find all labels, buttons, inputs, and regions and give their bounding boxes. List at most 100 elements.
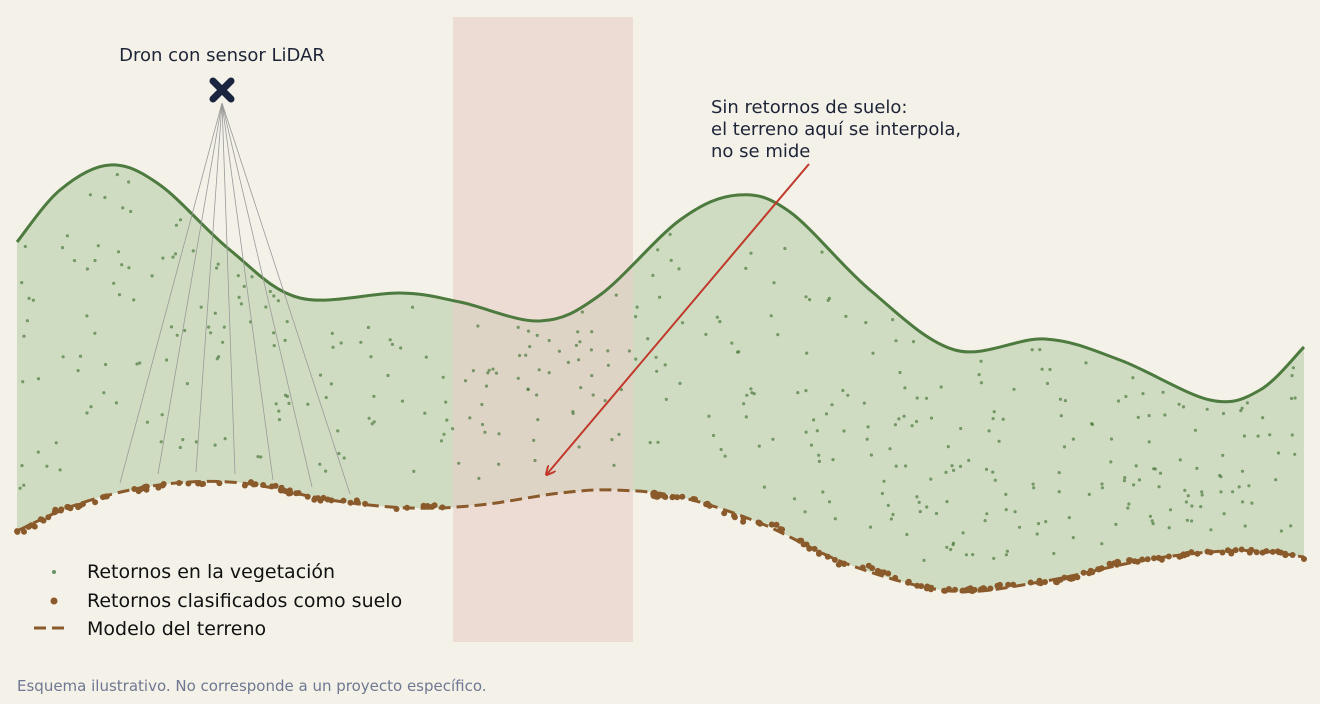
vegetation-return-point bbox=[951, 543, 955, 547]
vegetation-return-point bbox=[718, 320, 722, 324]
vegetation-return-point bbox=[372, 394, 376, 398]
vegetation-return-point bbox=[85, 314, 89, 318]
vegetation-return-point bbox=[1116, 399, 1121, 403]
vegetation-return-point bbox=[386, 373, 390, 378]
vegetation-return-point bbox=[399, 346, 403, 350]
vegetation-return-point bbox=[36, 450, 40, 454]
vegetation-return-point bbox=[1067, 516, 1071, 520]
vegetation-return-point bbox=[606, 349, 610, 353]
ground-return-point bbox=[768, 521, 775, 528]
vegetation-return-point bbox=[669, 258, 673, 262]
vegetation-return-point bbox=[891, 318, 895, 322]
vegetation-return-point bbox=[648, 441, 652, 445]
vegetation-return-point bbox=[997, 439, 1001, 443]
vegetation-return-point bbox=[518, 353, 522, 358]
vegetation-return-point bbox=[580, 310, 585, 314]
vegetation-return-point bbox=[526, 329, 531, 333]
vegetation-return-point bbox=[1161, 390, 1165, 394]
vegetation-return-point bbox=[272, 331, 276, 335]
ground-return-point bbox=[21, 528, 27, 535]
vegetation-return-point bbox=[31, 298, 35, 302]
vegetation-return-point bbox=[194, 440, 198, 444]
vegetation-return-point bbox=[1136, 415, 1140, 419]
vegetation-return-point bbox=[889, 517, 894, 521]
vegetation-return-point bbox=[331, 345, 335, 349]
vegetation-return-point bbox=[680, 321, 685, 325]
vegetation-return-point bbox=[1290, 374, 1294, 378]
vegetation-return-point bbox=[536, 418, 540, 422]
annotation-line-1: Sin retornos de suelo: bbox=[711, 97, 907, 118]
vegetation-return-point bbox=[658, 295, 662, 299]
vegetation-return-point bbox=[191, 249, 195, 253]
vegetation-return-point bbox=[949, 547, 953, 552]
vegetation-return-point bbox=[1017, 525, 1022, 529]
vegetation-return-point bbox=[213, 311, 217, 315]
vegetation-return-point bbox=[893, 423, 898, 427]
vegetation-return-point bbox=[88, 193, 92, 197]
ground-return-point bbox=[885, 570, 892, 577]
vegetation-return-point bbox=[477, 476, 481, 480]
vegetation-return-point bbox=[457, 461, 461, 465]
vegetation-return-point bbox=[1268, 433, 1272, 437]
vegetation-return-point bbox=[1237, 485, 1241, 489]
vegetation-return-point bbox=[744, 415, 748, 419]
vegetation-return-point bbox=[830, 403, 834, 407]
vegetation-return-point bbox=[656, 440, 660, 444]
vegetation-return-point bbox=[85, 267, 89, 271]
vegetation-return-point bbox=[557, 349, 562, 353]
vegetation-return-point bbox=[216, 262, 220, 266]
vegetation-return-point bbox=[924, 396, 929, 400]
vegetation-return-point bbox=[129, 209, 133, 214]
vegetation-return-point bbox=[792, 497, 797, 501]
vegetation-return-point bbox=[486, 371, 490, 375]
ground-return-point bbox=[773, 521, 780, 528]
ground-return-point bbox=[831, 556, 838, 563]
vegetation-return-point bbox=[329, 382, 333, 386]
vegetation-return-point bbox=[984, 467, 989, 471]
vegetation-return-point bbox=[967, 458, 971, 462]
vegetation-return-point bbox=[444, 400, 448, 404]
vegetation-return-point bbox=[120, 263, 124, 267]
vegetation-return-point bbox=[1044, 520, 1048, 524]
vegetation-return-point bbox=[491, 367, 495, 371]
vegetation-return-point bbox=[250, 275, 254, 279]
ground-return-point bbox=[1106, 560, 1113, 567]
vegetation-return-point bbox=[737, 350, 741, 354]
vegetation-return-point bbox=[772, 281, 776, 285]
vegetation-return-point bbox=[869, 453, 874, 457]
vegetation-return-point bbox=[112, 281, 116, 285]
vegetation-return-point bbox=[992, 410, 996, 414]
vegetation-return-point bbox=[526, 387, 530, 391]
vegetation-return-point bbox=[22, 334, 26, 338]
vegetation-return-point bbox=[1290, 433, 1294, 437]
vegetation-return-point bbox=[769, 314, 773, 318]
vegetation-return-point bbox=[25, 319, 29, 323]
vegetation-return-point bbox=[1200, 493, 1204, 497]
vegetation-return-point bbox=[635, 305, 639, 309]
drone-label: Dron con sensor LiDAR bbox=[119, 45, 325, 66]
vegetation-return-point bbox=[914, 419, 919, 424]
ground-return-point bbox=[1095, 566, 1102, 573]
vegetation-return-point bbox=[1241, 500, 1245, 504]
ground-return-point bbox=[994, 582, 1001, 589]
annotation-arrow bbox=[547, 163, 810, 474]
vegetation-return-point bbox=[880, 491, 885, 496]
vegetation-return-point bbox=[757, 444, 761, 448]
vegetation-return-point bbox=[1195, 466, 1199, 470]
vegetation-return-point bbox=[991, 417, 995, 421]
vegetation-return-point bbox=[185, 382, 189, 386]
vegetation-return-point bbox=[820, 250, 824, 254]
vegetation-return-point bbox=[72, 259, 77, 263]
vegetation-return-point bbox=[256, 455, 260, 459]
vegetation-return-point bbox=[487, 368, 491, 372]
vegetation-return-point bbox=[1071, 536, 1075, 540]
vegetation-return-point bbox=[904, 464, 908, 468]
vegetation-return-point bbox=[750, 391, 754, 395]
vegetation-return-point bbox=[1004, 553, 1009, 557]
vegetation-return-point bbox=[537, 368, 541, 372]
vegetation-return-point bbox=[76, 369, 80, 373]
vegetation-return-point bbox=[985, 512, 989, 516]
vegetation-return-point bbox=[1137, 478, 1142, 482]
vegetation-return-point bbox=[614, 293, 618, 297]
drone-icon bbox=[209, 77, 235, 103]
